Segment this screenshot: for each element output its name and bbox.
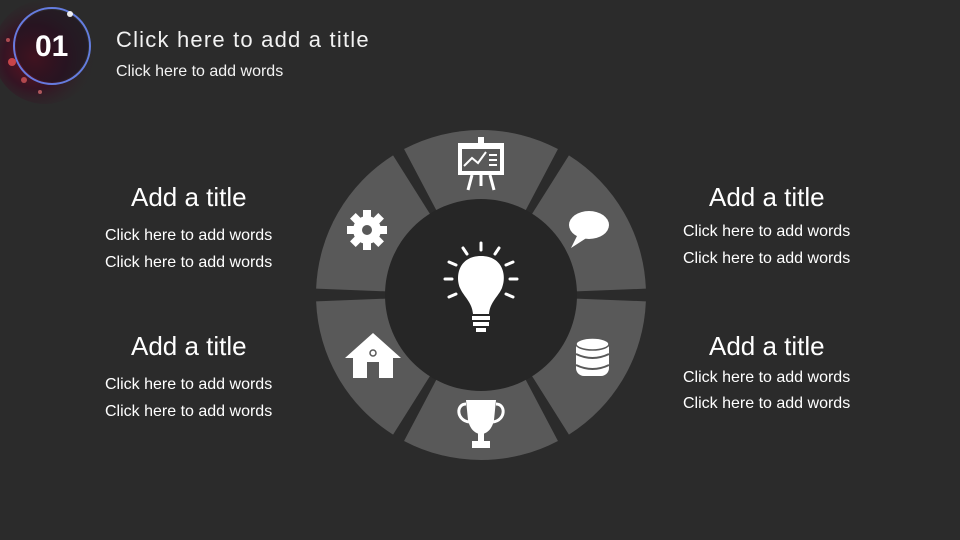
page-title[interactable]: Click here to add a title — [116, 27, 370, 52]
block-text-line[interactable]: Click here to add words — [105, 227, 273, 244]
presentation-board-icon — [458, 137, 504, 191]
block-text-line[interactable]: Click here to add words — [105, 254, 273, 271]
house-icon — [345, 333, 401, 378]
block-text-line[interactable]: Click here to add words — [105, 376, 273, 393]
badge-number: 01 — [35, 30, 69, 63]
text-block-top-right: Add a title Click here to add words Clic… — [683, 182, 903, 272]
block-title[interactable]: Add a title — [709, 331, 825, 361]
block-text-line[interactable]: Click here to add words — [683, 395, 851, 412]
text-block-top-left: Add a title Click here to add words Clic… — [105, 182, 325, 276]
trophy-icon — [457, 400, 505, 448]
gear-icon — [347, 210, 387, 250]
block-text-line[interactable]: Click here to add words — [683, 223, 851, 240]
block-title[interactable]: Add a title — [131, 331, 247, 361]
text-block-bottom-left: Add a title Click here to add words Clic… — [105, 331, 325, 425]
block-text-line[interactable]: Click here to add words — [683, 250, 851, 267]
page-subtitle[interactable]: Click here to add words — [116, 63, 284, 80]
block-text-line[interactable]: Click here to add words — [105, 403, 273, 420]
block-title[interactable]: Add a title — [131, 182, 247, 212]
text-block-bottom-right: Add a title Click here to add words Clic… — [683, 331, 903, 417]
speech-bubble-icon — [569, 211, 609, 248]
badge-glow-graphic — [0, 0, 97, 104]
lightbulb-icon — [443, 241, 519, 332]
block-title[interactable]: Add a title — [709, 182, 825, 212]
database-icon — [575, 337, 610, 376]
block-text-line[interactable]: Click here to add words — [683, 369, 851, 386]
section-badge: 01 — [0, 0, 110, 105]
